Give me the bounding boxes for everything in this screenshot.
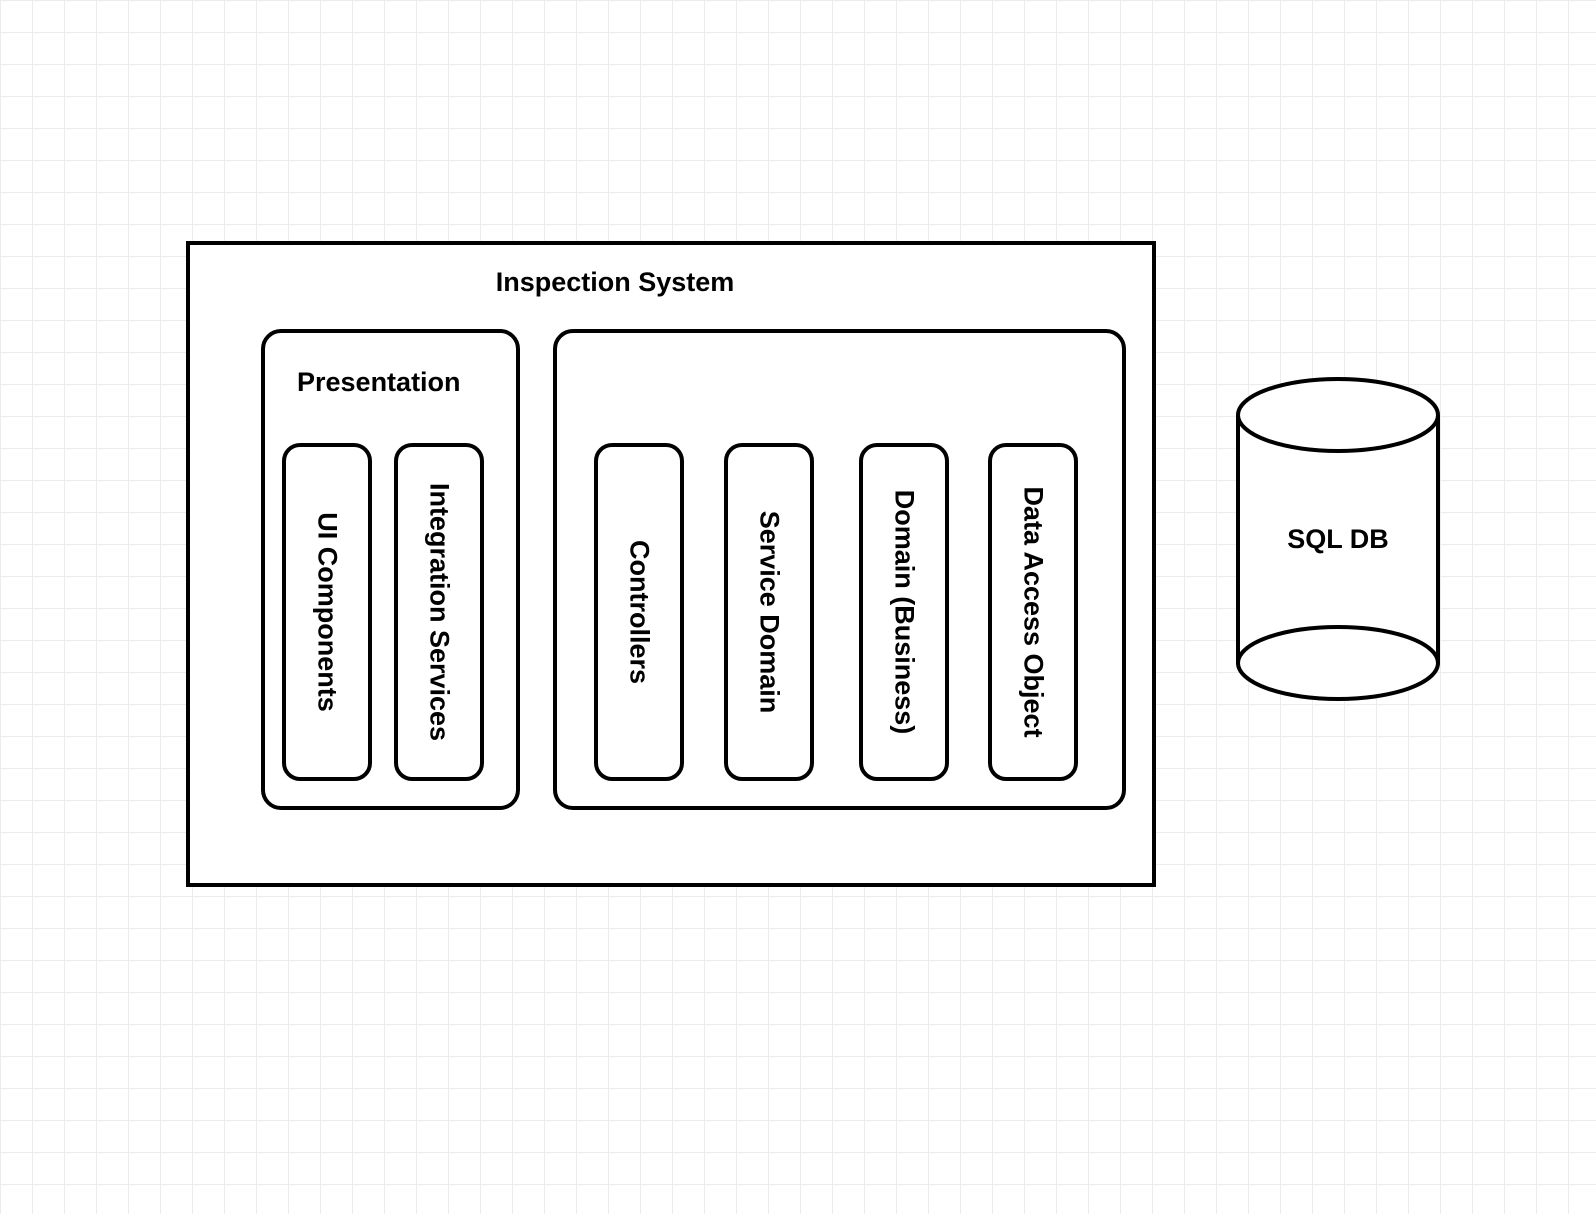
controllers-label: Controllers <box>624 539 655 685</box>
domain-business-label: Domain (Business) <box>889 489 920 735</box>
database-icon <box>1236 377 1440 701</box>
domain-business-box: Domain (Business) <box>859 443 949 781</box>
data-access-object-label: Data Access Object <box>1018 486 1049 738</box>
presentation-layer: Presentation UI Components Integration S… <box>261 329 520 810</box>
inspection-system-box: Inspection System Presentation UI Compon… <box>186 241 1156 887</box>
system-title: Inspection System <box>495 267 735 297</box>
presentation-layer-title: Presentation <box>297 367 461 397</box>
service-domain-box: Service Domain <box>724 443 814 781</box>
service-domain-label: Service Domain <box>754 510 785 714</box>
integration-services-box: Integration Services <box>394 443 484 781</box>
sql-db-label: SQL DB <box>1287 524 1389 554</box>
backend-layer: Controllers Service Domain Domain (Busin… <box>553 329 1126 810</box>
integration-services-label: Integration Services <box>424 482 455 742</box>
sql-db-cylinder: SQL DB <box>1235 376 1441 706</box>
ui-components-label: UI Components <box>312 512 343 712</box>
ui-components-box: UI Components <box>282 443 372 781</box>
controllers-box: Controllers <box>594 443 684 781</box>
data-access-object-box: Data Access Object <box>988 443 1078 781</box>
